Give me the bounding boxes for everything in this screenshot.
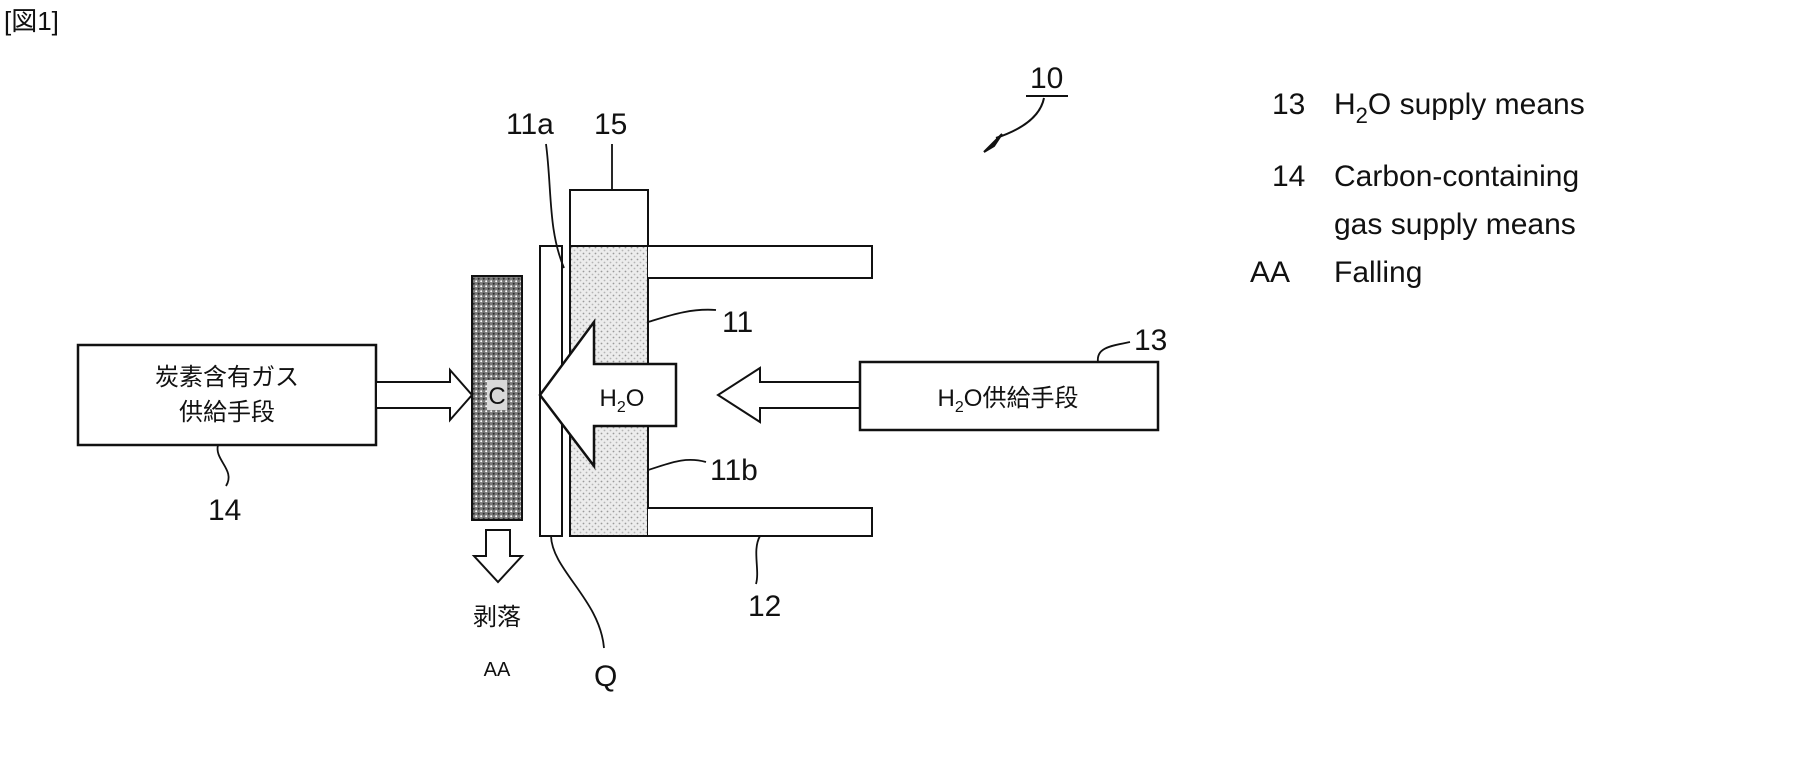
falling-label: 剥落 <box>473 604 521 631</box>
carbon-gas-supply-label-line2: 供給手段 <box>179 399 275 426</box>
ref-11: 11 <box>722 306 753 339</box>
h2o-flow-arrow <box>718 368 860 422</box>
legend-text-aa: Falling <box>1334 256 1422 289</box>
carbon-gas-flow-arrow <box>376 370 472 420</box>
ref-q: Q <box>594 660 617 693</box>
cap-15 <box>570 190 648 246</box>
ref-14-leader <box>218 445 229 486</box>
ref-15: 15 <box>594 108 627 141</box>
legend-text-14-line2: gas supply means <box>1334 208 1576 241</box>
carbon-gas-supply-label-line1: 炭素含有ガス <box>155 364 299 391</box>
legend-num-aa: AA <box>1250 256 1290 289</box>
ref-q-leader <box>551 536 604 648</box>
legend-num-14: 14 <box>1272 160 1305 193</box>
ref-13: 13 <box>1134 324 1167 357</box>
legend-text-13: H2O supply means <box>1334 88 1585 128</box>
legend-num-13: 13 <box>1272 88 1305 121</box>
chamber-wall-bottom <box>648 508 872 536</box>
legend: 13 H2O supply means 14 Carbon-containing… <box>1250 88 1585 289</box>
ref-13-leader <box>1098 342 1130 362</box>
legend-text-14-line1: Carbon-containing <box>1334 160 1579 193</box>
falling-ref-aa: AA <box>484 659 511 681</box>
falling-arrow <box>474 530 522 582</box>
ref-10: 10 <box>1030 62 1063 95</box>
ref-11-leader <box>648 310 716 322</box>
chamber-wall-top <box>648 246 872 278</box>
ref-11b-leader <box>648 460 706 470</box>
ref-11a: 11a <box>506 108 554 141</box>
carbon-gas-supply-box <box>78 345 376 445</box>
ref-10-leader <box>996 98 1044 138</box>
ref-11b: 11b <box>710 454 758 487</box>
ref-12: 12 <box>748 590 781 623</box>
figure-label: [図1] <box>4 6 59 36</box>
carbon-layer-label: C <box>488 383 505 410</box>
ref-12-leader <box>756 536 760 584</box>
ref-14: 14 <box>208 494 241 527</box>
ref-10-arrowhead <box>984 134 1002 152</box>
